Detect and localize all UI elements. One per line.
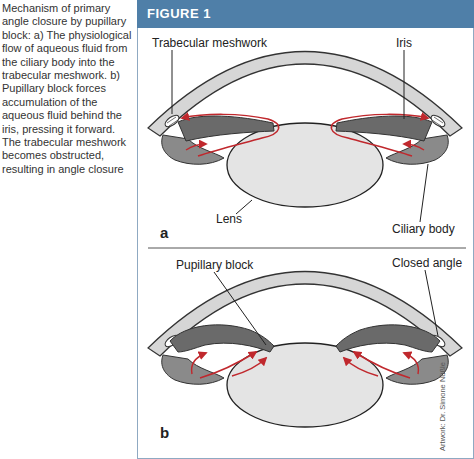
part-label: Trabecular meshwork bbox=[152, 36, 267, 50]
figure-title: FIGURE 1 bbox=[147, 6, 211, 21]
trapped-flow-arrow bbox=[232, 358, 266, 376]
panel-letter: b bbox=[160, 426, 169, 440]
trapped-flow-arrow bbox=[192, 353, 206, 374]
iris bbox=[178, 116, 274, 141]
bowed-iris bbox=[170, 325, 274, 352]
part-label: Closed angle bbox=[392, 256, 462, 270]
panel-divider bbox=[148, 248, 466, 249]
figure-header-band bbox=[137, 0, 474, 28]
part-label: Iris bbox=[396, 36, 412, 50]
part-label: Lens bbox=[216, 212, 242, 226]
panel-b bbox=[148, 272, 462, 428]
aqueous-flow-arrow bbox=[186, 144, 206, 150]
aqueous-flow-arrow bbox=[182, 114, 279, 156]
leader-lines bbox=[172, 50, 438, 345]
eye-half-mirror bbox=[331, 113, 448, 164]
leader-line bbox=[236, 200, 252, 214]
lens bbox=[227, 123, 383, 207]
figure-frame bbox=[138, 1, 474, 459]
leader-line bbox=[404, 50, 405, 119]
trabecular-meshwork bbox=[163, 113, 181, 129]
leader-line bbox=[420, 164, 428, 222]
panel-letter: a bbox=[160, 226, 168, 240]
eye-half-mirror bbox=[336, 325, 448, 384]
eye-half bbox=[162, 325, 274, 384]
part-label: Pupillary block bbox=[176, 258, 253, 272]
ciliary-body bbox=[162, 355, 224, 384]
panel-a bbox=[148, 52, 462, 208]
leader-line bbox=[214, 272, 266, 345]
part-label: Ciliary body bbox=[392, 222, 455, 236]
leader-line bbox=[172, 50, 173, 114]
eye-half bbox=[162, 113, 279, 164]
trapped-flow-arrow bbox=[200, 352, 256, 378]
artwork-credit: Artwork: Dr. Simone Nüßle bbox=[438, 362, 447, 451]
meshwork-hatch bbox=[167, 117, 178, 126]
leader-line bbox=[425, 270, 438, 336]
figure-caption: Mechanism of primary angle closure by pu… bbox=[2, 2, 134, 176]
